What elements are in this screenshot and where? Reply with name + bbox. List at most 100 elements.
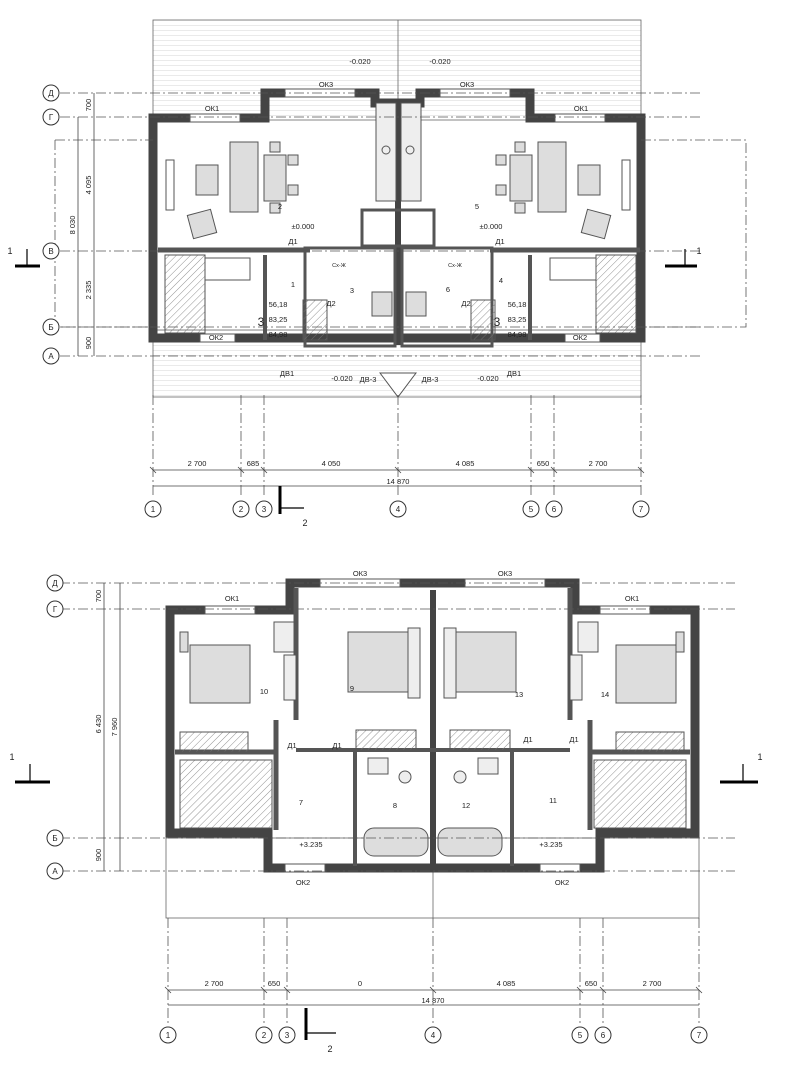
room-number: 8 xyxy=(393,801,397,810)
column-dimension: 4 050 xyxy=(322,459,341,468)
level-mark-left: +3.235 xyxy=(299,840,322,849)
section-mark-label: 2 xyxy=(302,518,307,528)
door-label: ДВ-3 xyxy=(422,375,439,384)
window-label: ОК1 xyxy=(225,594,239,603)
column-dimension: 650 xyxy=(585,979,598,988)
window-label: ОК3 xyxy=(353,569,367,578)
row-dimension: 900 xyxy=(94,849,103,862)
elevation-front-left: -0.020 xyxy=(331,374,352,383)
window-label: ОК2 xyxy=(573,333,587,342)
boiler-tag: Сх-Ж xyxy=(332,263,346,269)
sofa-left xyxy=(229,141,259,213)
svg-text:6: 6 xyxy=(601,1031,606,1040)
svg-text:1: 1 xyxy=(151,505,156,514)
svg-text:2: 2 xyxy=(262,1031,267,1040)
svg-text:5: 5 xyxy=(578,1031,583,1040)
bed-room-10 xyxy=(189,644,251,704)
svg-text:Д: Д xyxy=(48,89,54,98)
axis-bubble-row: А xyxy=(46,862,64,880)
door-label: Д1 xyxy=(569,735,578,744)
column-dimension: 2 700 xyxy=(643,979,662,988)
window-label: ОК1 xyxy=(205,104,219,113)
area-value: 84,98 xyxy=(269,330,288,339)
door-label: Д1 xyxy=(332,741,341,750)
boiler-tag: Сх-Ж xyxy=(448,263,462,269)
total-height-dimension: 8 030 xyxy=(68,216,77,235)
bathtub-left xyxy=(363,827,429,857)
column-dimension: 650 xyxy=(268,979,281,988)
room-number: 10 xyxy=(260,687,268,696)
upper-stair-right xyxy=(593,759,687,829)
svg-text:1: 1 xyxy=(166,1031,171,1040)
upper-floor-plan xyxy=(15,578,758,1040)
total-width-dimension: 14 870 xyxy=(422,996,445,1005)
axis-bubble-column: 1 xyxy=(144,500,162,518)
axis-bubble-row: Д xyxy=(46,574,64,592)
svg-text:7: 7 xyxy=(639,505,644,514)
room-number: 1 xyxy=(291,280,295,289)
section-mark-label: 1 xyxy=(757,752,762,762)
svg-text:5: 5 xyxy=(529,505,534,514)
svg-text:3: 3 xyxy=(262,505,267,514)
bathtub-right xyxy=(437,827,503,857)
stair-left xyxy=(164,254,206,334)
total-width-dimension: 14 870 xyxy=(387,477,410,486)
sofa-right xyxy=(537,141,567,213)
door-label: ДВ1 xyxy=(280,369,294,378)
axis-bubble-column: 7 xyxy=(632,500,650,518)
door-label: ДВ1 xyxy=(507,369,521,378)
window-label: ОК1 xyxy=(574,104,588,113)
axis-bubble-column: 5 xyxy=(571,1026,589,1044)
room-number: 6 xyxy=(446,285,450,294)
room-number: 12 xyxy=(462,801,470,810)
row-dimension: 700 xyxy=(94,590,103,603)
svg-text:А: А xyxy=(52,867,58,876)
area-value: 56,18 xyxy=(269,300,288,309)
area-value: 83,25 xyxy=(269,315,288,324)
floor-level-left: ±0.000 xyxy=(292,222,315,231)
apartment-number: 3 xyxy=(258,315,265,329)
svg-text:В: В xyxy=(48,247,53,256)
elevation-rear-left: -0.020 xyxy=(349,57,370,66)
axis-bubble-column: 7 xyxy=(690,1026,708,1044)
column-dimension: 4 085 xyxy=(456,459,475,468)
room-number: 5 xyxy=(475,202,479,211)
svg-text:Г: Г xyxy=(53,605,58,614)
axis-bubble-column: 4 xyxy=(424,1026,442,1044)
ground-floor-plan xyxy=(15,19,747,514)
axis-bubble-column: 6 xyxy=(545,500,563,518)
door-label: Д1 xyxy=(288,237,297,246)
svg-text:4: 4 xyxy=(431,1031,436,1040)
column-dimension: 4 085 xyxy=(497,979,516,988)
window-label: ОК2 xyxy=(209,333,223,342)
room-number: 14 xyxy=(601,690,609,699)
axis-bubble-column: 6 xyxy=(594,1026,612,1044)
column-dimension: 2 700 xyxy=(188,459,207,468)
section-mark-label: 1 xyxy=(9,752,14,762)
window-label: ОК2 xyxy=(555,878,569,887)
elevation-rear-right: -0.020 xyxy=(429,57,450,66)
row-dimension: 900 xyxy=(84,337,93,350)
upper-stair-left xyxy=(179,759,273,829)
row-dimension: 4 095 xyxy=(84,176,93,195)
axis-bubble-column: 4 xyxy=(389,500,407,518)
column-dimension: 650 xyxy=(537,459,550,468)
svg-text:4: 4 xyxy=(396,505,401,514)
axis-bubble-row: Г xyxy=(46,600,64,618)
axis-bubble-column: 5 xyxy=(522,500,540,518)
dining-table-left xyxy=(263,154,287,202)
column-dimension: 0 xyxy=(358,979,362,988)
room-number: 7 xyxy=(299,798,303,807)
axis-bubble-column: 3 xyxy=(278,1026,296,1044)
column-dimension: 685 xyxy=(247,459,260,468)
floor-level-right: ±0.000 xyxy=(480,222,503,231)
axis-bubble-row: В xyxy=(42,242,60,260)
window-label: ОК2 xyxy=(296,878,310,887)
door-label: Д2 xyxy=(326,299,335,308)
axis-bubble-row: Д xyxy=(42,84,60,102)
stair-right xyxy=(595,254,637,334)
bed-room-14 xyxy=(615,644,677,704)
svg-text:3: 3 xyxy=(285,1031,290,1040)
room-number: 2 xyxy=(278,202,282,211)
door-label: ДВ-3 xyxy=(360,375,377,384)
